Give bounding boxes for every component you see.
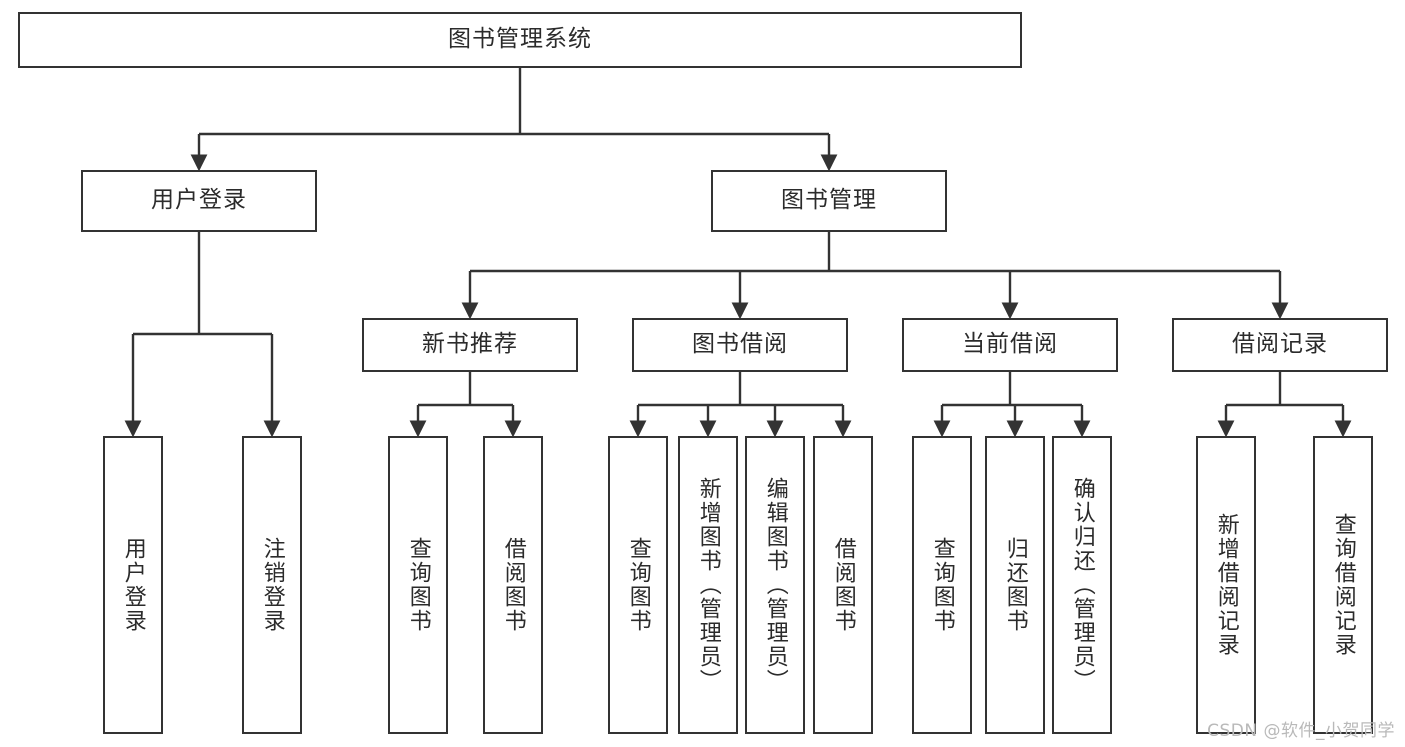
node-label: 新增借阅记录 [1213, 513, 1239, 657]
node-leaf-edit-book[interactable]: 编辑图书（管理员） [745, 436, 805, 734]
node-leaf-query-record[interactable]: 查询借阅记录 [1313, 436, 1373, 734]
node-leaf-user-login[interactable]: 用户登录 [103, 436, 163, 734]
node-label: 借阅记录 [1232, 331, 1328, 358]
node-leaf-add-record[interactable]: 新增借阅记录 [1196, 436, 1256, 734]
node-label: 注销登录 [259, 537, 285, 633]
node-book-borrow[interactable]: 图书借阅 [632, 318, 848, 372]
node-label: 确认归还（管理员） [1069, 477, 1095, 693]
node-label: 归还图书 [1002, 537, 1028, 633]
node-leaf-query-book-1[interactable]: 查询图书 [388, 436, 448, 734]
node-label: 图书管理 [781, 187, 877, 214]
node-book-manage[interactable]: 图书管理 [711, 170, 947, 232]
node-label: 编辑图书（管理员） [762, 477, 788, 693]
node-leaf-borrow-book-2[interactable]: 借阅图书 [813, 436, 873, 734]
node-leaf-confirm-return[interactable]: 确认归还（管理员） [1052, 436, 1112, 734]
node-label: 用户登录 [151, 187, 247, 214]
watermark-label: CSDN @软件_小贺同学 [1207, 721, 1395, 741]
node-label: 当前借阅 [962, 331, 1058, 358]
node-leaf-add-book[interactable]: 新增图书（管理员） [678, 436, 738, 734]
node-label: 新增图书（管理员） [695, 477, 721, 693]
node-label: 图书管理系统 [448, 26, 592, 53]
node-label: 查询借阅记录 [1330, 513, 1356, 657]
node-label: 借阅图书 [830, 537, 856, 633]
node-label: 查询图书 [625, 537, 651, 633]
node-new-book-recommend[interactable]: 新书推荐 [362, 318, 578, 372]
node-label: 图书借阅 [692, 331, 788, 358]
node-label: 查询图书 [929, 537, 955, 633]
node-borrow-record[interactable]: 借阅记录 [1172, 318, 1388, 372]
node-label: 新书推荐 [422, 331, 518, 358]
node-user-login[interactable]: 用户登录 [81, 170, 317, 232]
node-label: 借阅图书 [500, 537, 526, 633]
node-leaf-return-book[interactable]: 归还图书 [985, 436, 1045, 734]
node-root[interactable]: 图书管理系统 [18, 12, 1022, 68]
node-leaf-borrow-book-1[interactable]: 借阅图书 [483, 436, 543, 734]
node-leaf-query-book-2[interactable]: 查询图书 [608, 436, 668, 734]
node-current-borrow[interactable]: 当前借阅 [902, 318, 1118, 372]
node-leaf-logout[interactable]: 注销登录 [242, 436, 302, 734]
node-leaf-query-book-3[interactable]: 查询图书 [912, 436, 972, 734]
node-label: 查询图书 [405, 537, 431, 633]
node-label: 用户登录 [120, 537, 146, 633]
